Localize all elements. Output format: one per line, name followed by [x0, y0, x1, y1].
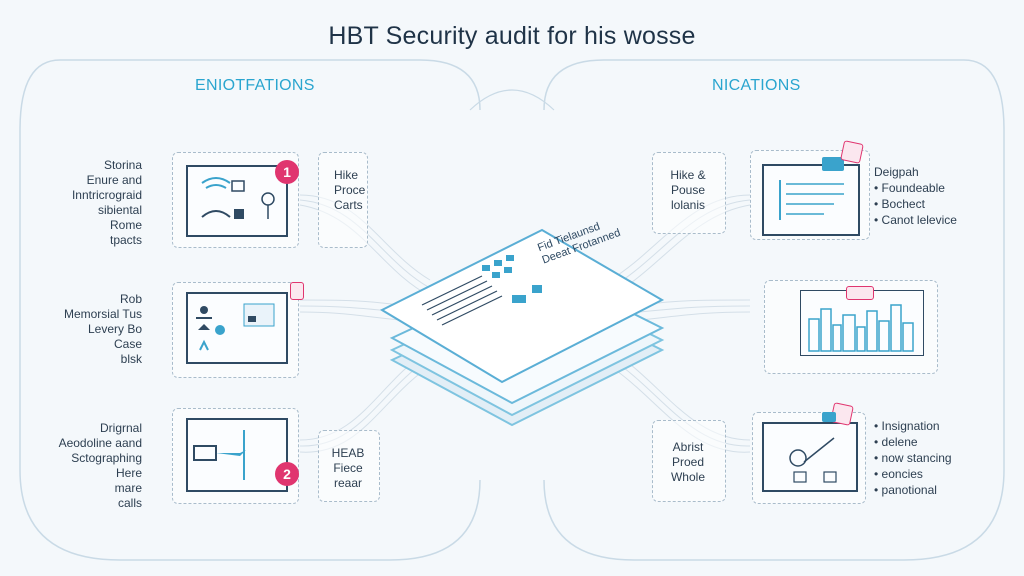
right-card-1-text: Hike & Pouse lolanis [652, 168, 724, 213]
right-list-bottom: Insignation delene now stancing eoncies … [874, 418, 952, 498]
left-card-2-screen [186, 292, 288, 364]
left-card-3-text-line-1: HEAB [331, 446, 365, 460]
left-label-2-line-5: blsk [120, 352, 142, 366]
blue-tag-icon [822, 157, 844, 171]
right-list-bottom-item-3: now stancing [874, 450, 952, 466]
left-label-3-line-3: Sctographing [71, 451, 142, 465]
pink-tag-right-2 [846, 286, 874, 300]
right-list-bottom-item-5: panotional [874, 482, 952, 498]
right-card-2-screen [800, 290, 924, 356]
left-label-2-line-3: Levery Bo [87, 322, 142, 336]
drawing-tools-icon [789, 437, 837, 483]
left-card-1-text: Hike Proce Carts [334, 168, 365, 213]
left-label-3-line-1: Drigrnal [99, 421, 142, 435]
right-list-bottom-item-4: eoncies [874, 466, 952, 482]
network-icons [201, 177, 275, 219]
right-list-top-item-3: Canot lelevice [874, 212, 957, 228]
left-label-3-line-4: Here [115, 466, 142, 480]
right-card-3-screen [762, 422, 858, 492]
city-skyline-icon [808, 304, 914, 352]
right-card-1-text-line-1: Hike & [670, 168, 706, 182]
left-card-1-screen [186, 165, 288, 237]
right-list-top: Deigpah Foundeable Bochect Canot lelevic… [874, 164, 957, 228]
pink-tag-right-1 [840, 140, 864, 164]
left-label-1-line-3: Inntricrograid [71, 188, 142, 202]
right-card-3-text-line-2: Proed [671, 455, 705, 469]
central-audit-document-stack [379, 228, 665, 427]
left-label-1-line-6: tpacts [109, 233, 142, 247]
left-label-3-line-5: mare [114, 481, 142, 495]
left-label-group-1: Storina Enure and Inntricrograid sibient… [40, 158, 142, 248]
left-label-2-line-2: Memorsial Tus [63, 307, 142, 321]
left-label-group-2: Rob Memorsial Tus Levery Bo Case blsk [40, 292, 142, 367]
page-title: HBT Security audit for his wosse [328, 22, 696, 50]
left-card-1-text-line-2: Proce [334, 183, 366, 197]
step-badge-1: 1 [275, 160, 299, 184]
right-list-top-item-2: Bochect [874, 196, 957, 212]
left-label-group-3: Drigrnal Aeodoline aand Sctographing Her… [40, 421, 142, 511]
right-card-3-text-line-3: Whole [670, 470, 705, 484]
left-card-3-text-box [318, 430, 380, 502]
left-card-3-text-line-3: reaar [333, 476, 362, 490]
right-list-top-item-1: Foundeable [874, 180, 957, 196]
pen-tool-icon [193, 430, 246, 480]
step-badge-2: 2 [275, 462, 299, 486]
right-card-3-text-box [652, 420, 726, 502]
left-card-1-text-line-1: Hike [334, 168, 359, 182]
left-label-3-line-6: calls [117, 496, 142, 510]
section-title-right: NICATIONS [712, 77, 801, 94]
left-label-1-line-1: Storina [103, 158, 142, 172]
section-title-left: ENIOTFATIONS [195, 77, 315, 94]
left-card-3-screen [186, 418, 288, 492]
left-label-3-line-2: Aeodoline aand [58, 436, 142, 450]
left-label-2-line-1: Rob [119, 292, 142, 306]
left-card-3-text-line-2: Fiece [333, 461, 363, 475]
right-list-bottom-item-1: Insignation [874, 418, 952, 434]
right-card-1-text-line-2: Pouse [670, 183, 706, 197]
left-card-1-text-box [318, 152, 368, 248]
right-card-1-text-line-3: lolanis [670, 198, 706, 212]
left-label-1-line-2: Enure and [86, 173, 142, 187]
left-card-3-text: HEAB Fiece reaar [318, 446, 378, 491]
list-document-icon [779, 180, 844, 220]
right-card-1-screen [762, 164, 860, 236]
right-card-1-text-box [652, 152, 726, 234]
right-list-top-heading: Deigpah [874, 165, 919, 179]
blue-tag-icon-2 [822, 412, 836, 422]
right-card-3-text: Abrist Proed Whole [652, 440, 724, 485]
left-label-1-line-5: Rome [109, 218, 142, 232]
right-list-bottom-item-2: delene [874, 434, 952, 450]
left-card-1-text-line-3: Carts [334, 198, 363, 212]
left-label-2-line-4: Case [113, 337, 142, 351]
pink-tag-left-2 [290, 282, 304, 300]
right-card-3-text-line-1: Abrist [672, 440, 704, 454]
accessibility-icons [196, 303, 275, 351]
left-label-1-line-4: sibiental [97, 203, 142, 217]
